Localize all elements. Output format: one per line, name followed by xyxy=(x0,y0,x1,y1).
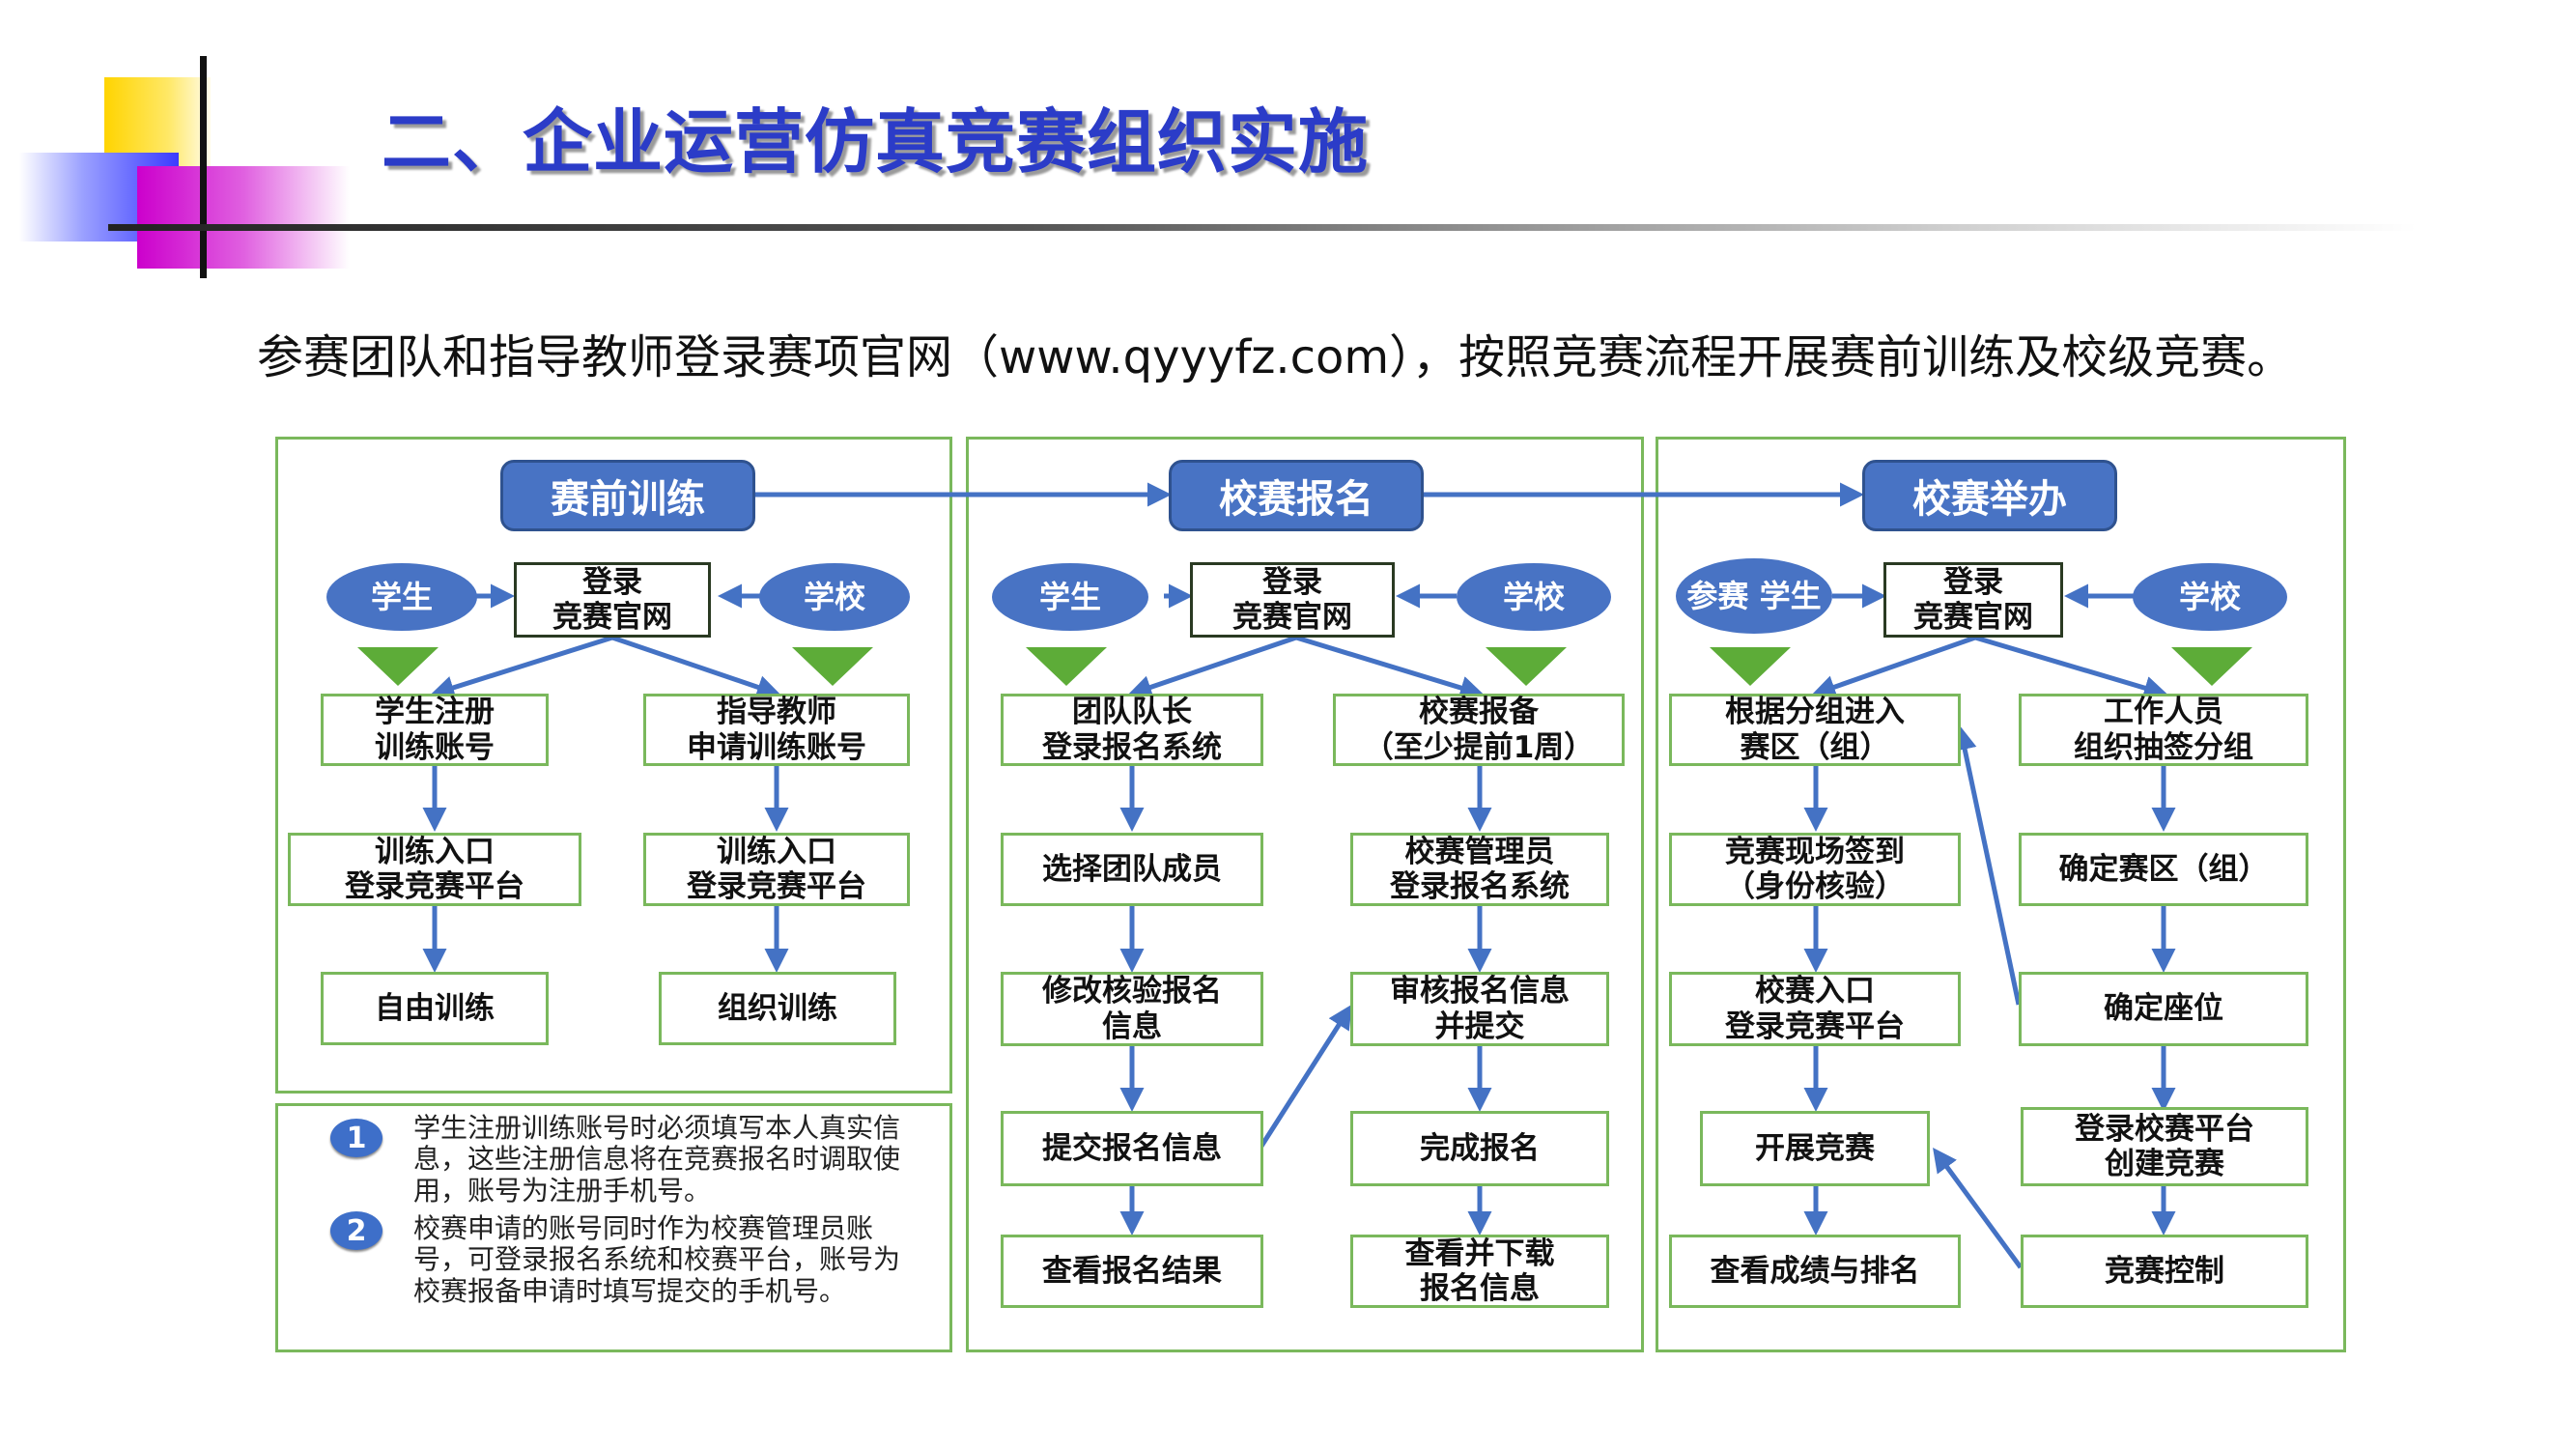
box-host-left-4: 开展竞赛 xyxy=(1700,1111,1930,1186)
box-training-left-3: 自由训练 xyxy=(321,972,549,1045)
deco-vertical-line xyxy=(200,56,207,278)
box-reg-right-4: 完成报名 xyxy=(1350,1111,1609,1186)
intro-text: 参赛团队和指导教师登录赛项官网（www.qyyyfz.com），按照竞赛流程开展… xyxy=(257,330,2294,384)
note-badge-2: 2 xyxy=(330,1211,382,1250)
box-host-right-5: 竞赛控制 xyxy=(2021,1235,2308,1308)
header-training: 赛前训练 xyxy=(500,460,755,531)
ellipse-school: 学校 xyxy=(2133,563,2287,631)
box-host-left-3: 校赛入口 登录竞赛平台 xyxy=(1669,972,1961,1046)
box-host-right-4: 登录校赛平台 创建竞赛 xyxy=(2021,1107,2308,1186)
box-host-left-2: 竞赛现场签到 （身份核验） xyxy=(1669,833,1961,906)
box-reg-left-1: 团队队长 登录报名系统 xyxy=(1001,694,1263,766)
box-reg-right-5: 查看并下载 报名信息 xyxy=(1350,1235,1609,1308)
box-training-left-2: 训练入口 登录竞赛平台 xyxy=(288,833,581,906)
down-triangle-right xyxy=(1486,647,1567,686)
box-host-left-5: 查看成绩与排名 xyxy=(1669,1235,1961,1308)
down-triangle-right xyxy=(2171,647,2252,686)
box-training-right-1: 指导教师 申请训练账号 xyxy=(643,694,910,766)
page-title: 二、企业运营仿真竞赛组织实施 xyxy=(382,101,1370,183)
ellipse-school: 学校 xyxy=(1457,563,1611,631)
box-reg-right-1: 校赛报备 （至少提前1周） xyxy=(1333,694,1625,766)
box-reg-left-3: 修改核验报名 信息 xyxy=(1001,972,1263,1046)
down-triangle-right xyxy=(792,647,873,686)
header-registration: 校赛报名 xyxy=(1169,460,1424,531)
box-training-right-2: 训练入口 登录竞赛平台 xyxy=(643,833,910,906)
box-host-left-1: 根据分组进入 赛区（组） xyxy=(1669,694,1961,766)
ellipse-student: 学生 xyxy=(326,563,477,631)
box-login: 登录 竞赛官网 xyxy=(514,562,711,638)
note-text-1: 学生注册训练账号时必须填写本人真实信息，这些注册信息将在竞赛报名时调取使用，账号… xyxy=(413,1112,901,1207)
ellipse-student: 学生 xyxy=(992,563,1148,631)
note-text-2: 校赛申请的账号同时作为校赛管理员账号，可登录报名系统和校赛平台，账号为校赛报备申… xyxy=(413,1212,901,1307)
box-reg-left-2: 选择团队成员 xyxy=(1001,833,1263,906)
box-login: 登录 竞赛官网 xyxy=(1883,562,2063,638)
panel-notes xyxy=(275,1103,952,1352)
box-reg-left-4: 提交报名信息 xyxy=(1001,1111,1263,1186)
box-reg-right-2: 校赛管理员 登录报名系统 xyxy=(1350,833,1609,906)
header-hosting: 校赛举办 xyxy=(1862,460,2117,531)
down-triangle-left xyxy=(1026,647,1107,686)
down-triangle-left xyxy=(1710,647,1791,686)
box-host-right-3: 确定座位 xyxy=(2019,972,2308,1046)
box-host-right-1: 工作人员 组织抽签分组 xyxy=(2019,694,2308,766)
box-training-right-3: 组织训练 xyxy=(659,972,896,1045)
deco-magenta-square xyxy=(137,166,350,269)
box-reg-right-3: 审核报名信息 并提交 xyxy=(1350,972,1609,1046)
title-divider xyxy=(108,224,2417,231)
box-reg-left-5: 查看报名结果 xyxy=(1001,1235,1263,1308)
box-training-left-1: 学生注册 训练账号 xyxy=(321,694,549,766)
ellipse-student: 参赛 学生 xyxy=(1676,558,1832,634)
ellipse-school: 学校 xyxy=(759,563,910,631)
box-login: 登录 竞赛官网 xyxy=(1190,562,1395,638)
down-triangle-left xyxy=(357,647,439,686)
note-badge-1: 1 xyxy=(330,1119,382,1157)
box-host-right-2: 确定赛区（组） xyxy=(2019,833,2308,906)
